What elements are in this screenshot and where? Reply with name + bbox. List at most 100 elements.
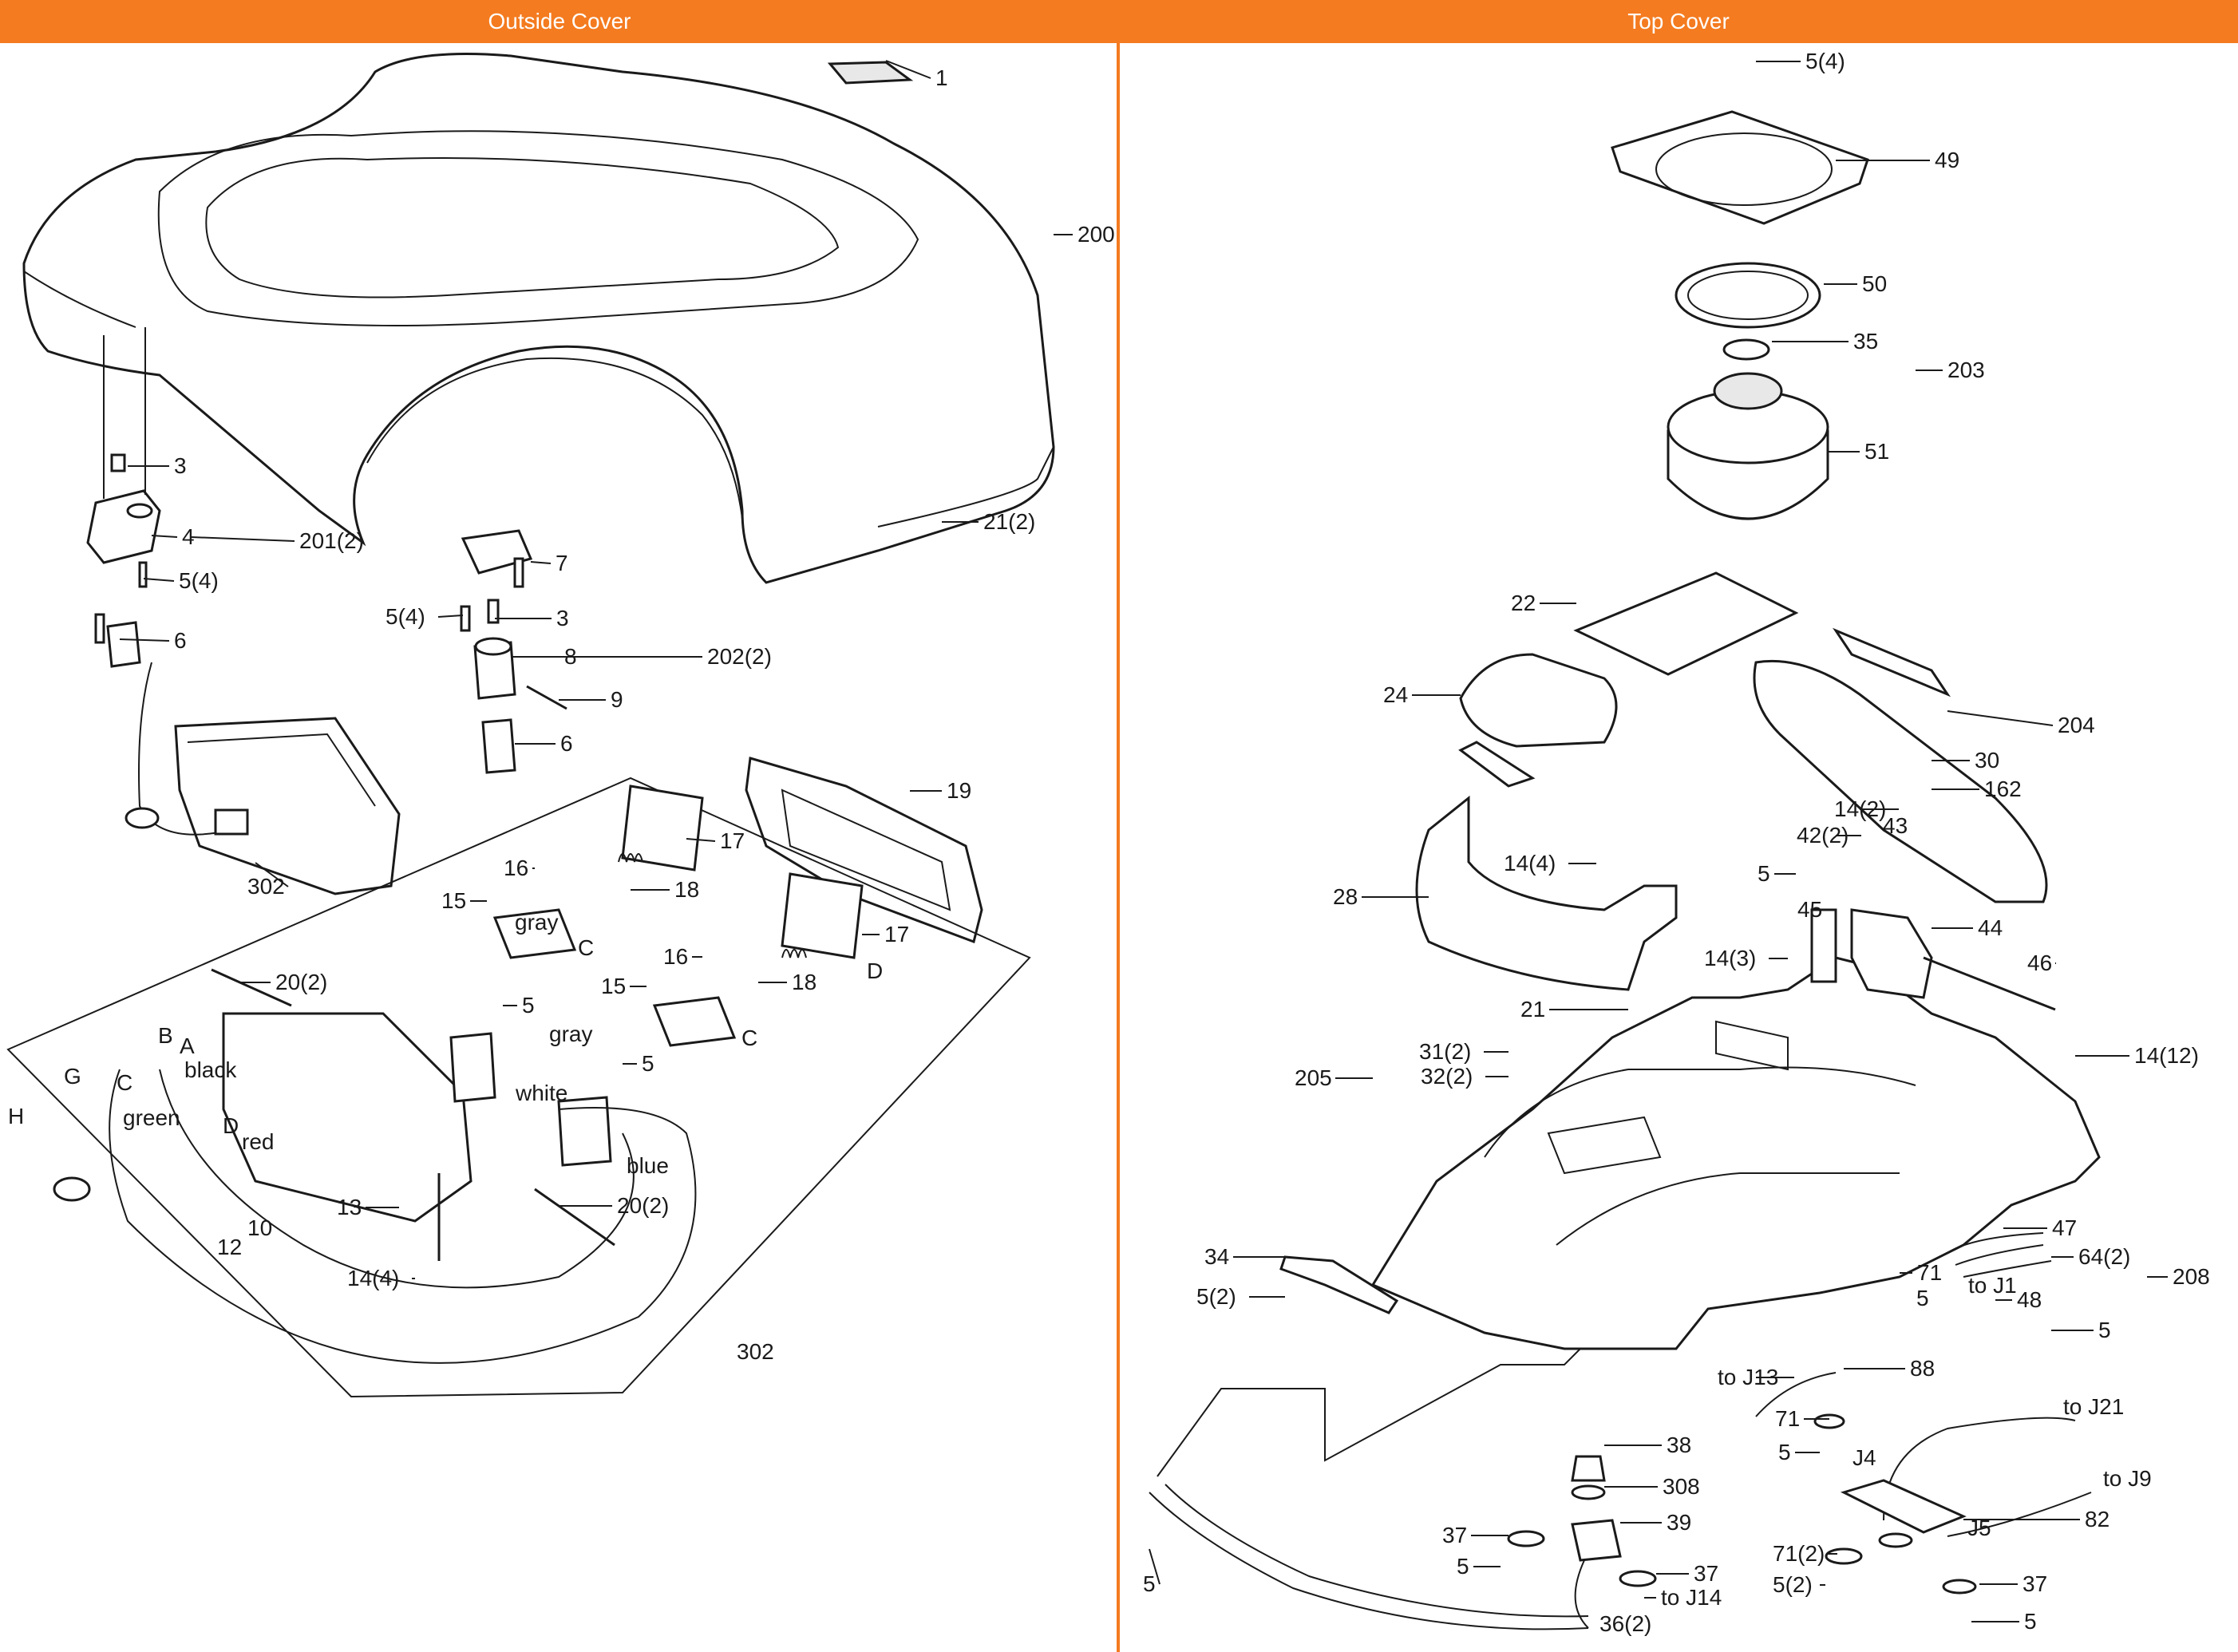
top-cover-callout-label: J4 [1852, 1445, 1876, 1470]
top-cover-callout-label: 204 [2058, 713, 2095, 737]
outside-cover-callout-label: 5(4) [179, 568, 219, 593]
top-cover-callout-label: 48 [2017, 1287, 2042, 1312]
top-cover-callout-label: 5 [2024, 1609, 2037, 1634]
top-cover-callout-label: 5(2) [1196, 1284, 1236, 1309]
top-cover-callout-label: 36(2) [1599, 1611, 1651, 1636]
hinge-assembly-right [460, 529, 567, 774]
sensor-harness-lower [53, 968, 697, 1364]
top-cover-callout-label: 5 [1778, 1440, 1791, 1464]
outside-cover-callout-label: C [578, 935, 594, 960]
top-cover-callout-label: 47 [2052, 1215, 2077, 1240]
outside-cover-callout-label: H [8, 1104, 24, 1128]
top-cover-callout-label: 5 [1758, 861, 1770, 886]
top-cover-parts [1149, 110, 2101, 1630]
top-cover-callout-label: 203 [1947, 358, 1985, 382]
outside-cover-callout-label: D [867, 958, 883, 983]
bracket-19 [745, 757, 983, 943]
outside-cover-callout-label: 5(4) [386, 604, 425, 629]
outside-cover-callout-label: 9 [611, 687, 623, 712]
top-cover-callout-label: 32(2) [1421, 1064, 1473, 1089]
top-cover-callout-label: 39 [1667, 1510, 1691, 1535]
top-cover-header: Top Cover [1119, 0, 2238, 43]
top-cover-callout-label: 46 [2027, 950, 2052, 975]
outside-cover-leader-line [530, 561, 552, 564]
top-cover-callout-label: 308 [1663, 1474, 1700, 1499]
outside-cover-callout-label: 1 [935, 65, 948, 90]
top-cover-callout-label: 205 [1295, 1065, 1332, 1090]
top-cover-callout-label: 51 [1864, 439, 1889, 464]
outside-cover-callout-label: 17 [884, 922, 909, 947]
top-cover-callout-label: to J13 [1718, 1365, 1778, 1389]
outside-cover-leader-line [151, 535, 178, 538]
top-cover-callout-label: 71 [1917, 1260, 1942, 1285]
outside-cover-callout-label: 5 [522, 993, 535, 1018]
top-cover-callout-label: 14(4) [1504, 851, 1556, 875]
panel-divider [1117, 43, 1120, 1652]
outside-cover-callout-label: G [64, 1064, 81, 1089]
top-cover-callout-label: 162 [1984, 777, 2022, 801]
top-cover-callout-label: 88 [1910, 1356, 1935, 1381]
top-cover-callout-label: 5 [1143, 1571, 1156, 1596]
top-cover-callout-label: 5 [2098, 1318, 2111, 1342]
top-cover-leader-line [1947, 710, 2054, 726]
outside-cover-callout-label: 18 [792, 970, 817, 994]
outside-cover-leader-line [885, 60, 931, 79]
sub-assembly-outline [6, 777, 1031, 1398]
outside-cover-callout-label: 13 [337, 1195, 362, 1219]
outside-cover-callout-label: 6 [560, 731, 573, 756]
top-cover-callout-label: 5 [1916, 1286, 1929, 1310]
top-cover-callout-label: 35 [1853, 329, 1878, 354]
top-cover-callout-label: 31(2) [1419, 1039, 1471, 1064]
outside-cover-callout-label: blue [627, 1153, 669, 1178]
outside-cover-callout-label: 15 [441, 888, 466, 913]
outside-cover-leader-line [191, 536, 295, 542]
top-cover-callout-label: 14(12) [2134, 1043, 2199, 1068]
outside-cover-leader-line [686, 838, 716, 842]
outside-cover-leader-line [437, 615, 464, 618]
outside-cover-callout-label: 21(2) [983, 509, 1035, 534]
outside-cover-callout-label: 18 [674, 877, 699, 902]
outside-cover-leader-line [255, 862, 289, 887]
top-cover-callout-label: 50 [1862, 271, 1887, 296]
outside-cover-callout-label: C [117, 1070, 132, 1095]
outside-cover-header: Outside Cover [0, 0, 1119, 43]
outside-cover-callout-label: A [180, 1033, 195, 1058]
top-cover-callout-label: 21 [1520, 997, 1545, 1022]
outside-cover-callout-label: 12 [217, 1235, 242, 1259]
outside-cover-callout-label: 20(2) [275, 970, 327, 994]
outside-cover-callout-label: 3 [174, 453, 187, 478]
outside-cover-callout-label: 302 [247, 874, 285, 899]
top-cover-callout-label: 71(2) [1773, 1541, 1825, 1566]
top-cover-callout-label: 24 [1383, 682, 1408, 707]
top-cover-leader-line [1149, 1548, 1161, 1585]
top-cover-callout-label: to J21 [2063, 1394, 2124, 1419]
outside-cover-callout-label: 17 [720, 828, 745, 853]
switch-parts [492, 785, 864, 1047]
top-cover-callout-label: 30 [1975, 748, 1999, 773]
top-cover-callout-label: 49 [1935, 148, 1959, 172]
top-cover-callout-label: 14(2) [1834, 796, 1886, 821]
top-cover-callout-label: 14(3) [1704, 946, 1756, 970]
top-cover-callout-label: 37 [2023, 1571, 2047, 1596]
outside-cover-callout-label: 200 [1077, 222, 1115, 247]
outside-cover-callout-label: 19 [947, 778, 971, 803]
top-cover-callout-label: to J14 [1661, 1585, 1722, 1610]
top-cover-callout-label: 71 [1775, 1406, 1800, 1431]
outside-cover-callout-label: 10 [247, 1215, 272, 1240]
outside-cover-callout-label: 16 [663, 944, 688, 969]
outside-cover-callout-label: 6 [174, 628, 187, 653]
outside-cover-callout-label: 5 [642, 1051, 654, 1076]
outside-cover-callout-label: 20(2) [617, 1193, 669, 1218]
outside-cover-callout-label: B [158, 1023, 173, 1048]
outside-cover-callout-label: gray [549, 1022, 592, 1046]
top-cover-callout-label: 5(2) [1773, 1572, 1813, 1597]
top-cover-callout-label: to J1 [1968, 1273, 2017, 1298]
hinge-assembly-left [86, 327, 161, 668]
top-cover-callout-label: 82 [2085, 1507, 2109, 1531]
outside-cover-leader-line [119, 638, 170, 642]
top-cover-callout-label: 45 [1797, 897, 1822, 922]
outside-cover-callout-label: 4 [182, 524, 195, 549]
outside-cover-callout-label: C [741, 1026, 757, 1050]
top-cover-callout-label: 208 [2173, 1264, 2210, 1289]
